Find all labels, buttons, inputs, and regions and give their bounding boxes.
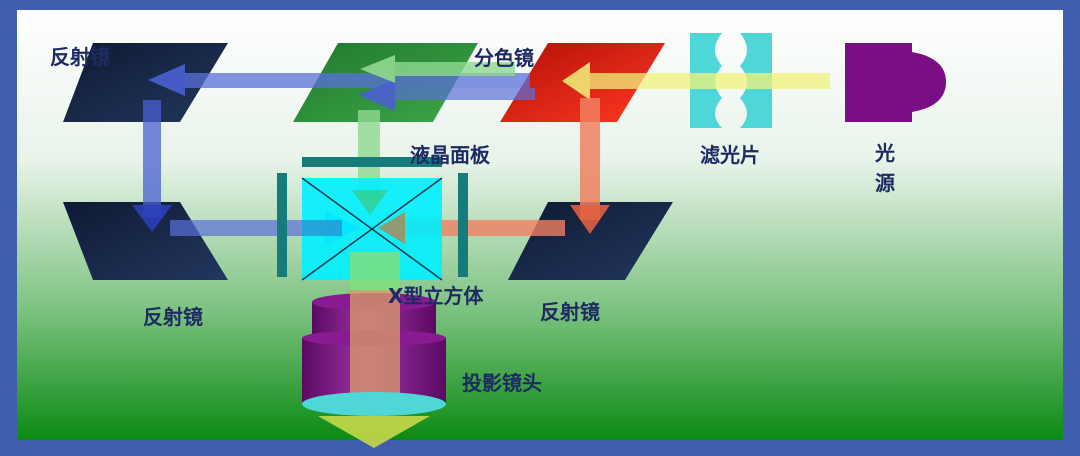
beam-green bbox=[395, 62, 515, 76]
beam-blue-arrow bbox=[358, 79, 395, 111]
beam-blue bbox=[185, 73, 530, 88]
label-mirror-bottom-right: 反射镜 bbox=[540, 300, 600, 324]
lcd-panel-top bbox=[302, 157, 442, 167]
label-filter: 滤光片 bbox=[700, 143, 760, 167]
x-cube-diagonal bbox=[301, 177, 443, 281]
beam-blue-arrow bbox=[148, 64, 185, 96]
beam-yellow-arrow bbox=[562, 62, 590, 100]
beam-green-vertical bbox=[358, 110, 380, 198]
beam-blue-horizontal bbox=[170, 220, 330, 236]
light-source-lamp bbox=[845, 43, 946, 122]
label-light-source: 光源 bbox=[875, 141, 895, 195]
label-mirror-bottom-left: 反射镜 bbox=[143, 305, 203, 329]
beam-red-arrow-left bbox=[378, 212, 405, 244]
beam-red-arrow-down bbox=[570, 205, 610, 234]
label-lcd-panel: 液晶面板 bbox=[410, 143, 490, 167]
projection-lens-glass bbox=[302, 392, 446, 416]
beam-yellow bbox=[590, 73, 830, 89]
beam-green-arrow-down bbox=[352, 190, 388, 215]
beam-red-vertical bbox=[580, 98, 600, 220]
beam-green-arrow bbox=[360, 55, 395, 83]
label-projection-lens: 投影镜头 bbox=[462, 371, 542, 395]
beam-blue-vertical bbox=[143, 100, 161, 218]
beam-output-lens bbox=[350, 290, 400, 402]
label-dichroic-mirror: 分色镜 bbox=[474, 46, 534, 70]
mirror-top-left bbox=[63, 43, 228, 122]
beam-blue-arrow-down bbox=[132, 205, 172, 232]
lcd-panel-right bbox=[458, 173, 468, 277]
lcd-panel-left bbox=[277, 173, 287, 277]
beam-output bbox=[350, 252, 400, 292]
beam-blue-in-cube bbox=[302, 220, 342, 236]
beam-output-arrow bbox=[318, 416, 430, 448]
label-mirror-top-left: 反射镜 bbox=[50, 45, 110, 69]
label-x-cube: X型立方体 bbox=[388, 284, 484, 308]
beam-blue bbox=[395, 88, 535, 100]
